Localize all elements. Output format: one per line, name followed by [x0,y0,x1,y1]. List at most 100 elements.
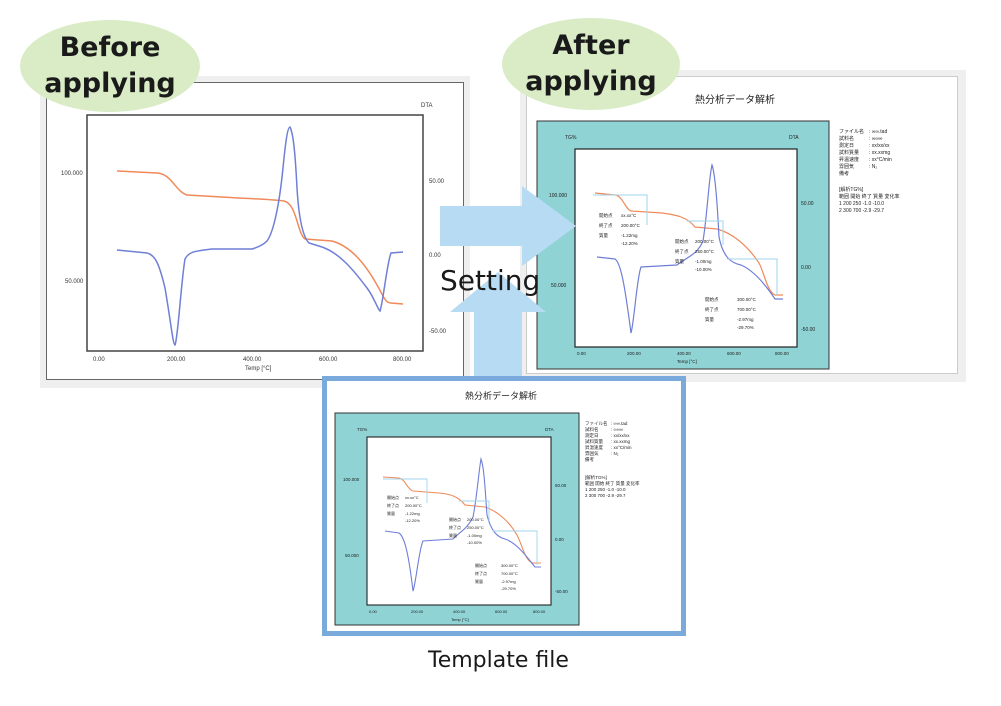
after-plot-area [574,148,798,348]
after-y-right-tick: -50.00 [801,327,815,333]
svg-text:: N₂: : N₂ [611,451,619,456]
before-x-tick: 0.00 [93,357,105,363]
svg-text:-12.20%: -12.20% [405,518,420,523]
svg-text:: ∞∞.tad: : ∞∞.tad [869,129,887,135]
before-y-left-tick: 50.000 [65,279,84,285]
svg-text:300.00°C: 300.00°C [501,563,518,568]
svg-text:開始点: 開始点 [387,494,399,500]
svg-text:2 300 700 -2.9 -29.7: 2 300 700 -2.9 -29.7 [585,493,626,498]
before-x-tick: 800.00 [393,357,412,363]
after-report: 熱分析データ解析 TG% DTA 開始点 終了点 質量 xx.xx°C 200.… [536,93,900,370]
after-x-tick: 400.00 [677,351,691,356]
before-x-tick: 200.00 [167,357,186,363]
template-y-right-tick: 0.00 [555,537,564,542]
svg-text:昇温速度: 昇温速度 [839,156,859,163]
svg-text:質量: 質量 [675,258,684,265]
svg-text:-1.00mg: -1.00mg [467,533,482,538]
svg-text:200.00°C: 200.00°C [405,503,422,508]
svg-text:ファイル名: ファイル名 [585,420,608,427]
template-y-right-tick: -50.00 [555,589,568,594]
setting-label: Setting [440,264,541,297]
after-y-left-tick: 50.000 [551,283,567,289]
template-guide-1 [383,478,428,503]
svg-text:開始点: 開始点 [449,516,461,522]
svg-text:xx.xx°C: xx.xx°C [621,213,637,218]
svg-text:[解析TG%]: [解析TG%] [585,474,607,481]
svg-text:開始点: 開始点 [599,212,613,219]
template-guide-2 [459,500,490,521]
after-report-window: 熱分析データ解析 TG% DTA 開始点 終了点 質量 xx.xx°C 200.… [526,76,958,374]
svg-text:終了点: 終了点 [387,502,399,508]
svg-text:範囲 開始 終了 質量 変化率: 範囲 開始 終了 質量 変化率 [839,193,900,200]
template-file-label: Template file [428,648,569,673]
after-right-unit: DTA [789,135,799,141]
before-right-unit: DTA [421,103,433,109]
template-annotation-box-1: 開始点 終了点 質量 xx.xx°C 200.00°C -1.22mg -12.… [387,494,422,523]
svg-text:備考: 備考 [585,456,594,463]
svg-text:300.00°C: 300.00°C [737,297,757,302]
svg-text:開始点: 開始点 [475,562,487,568]
svg-text:-2.97mg: -2.97mg [737,317,754,322]
svg-text:終了点: 終了点 [675,248,689,255]
svg-text:範囲 開始 終了 質量 変化率: 範囲 開始 終了 質量 変化率 [585,480,640,487]
before-x-label: Temp [°C] [245,366,272,372]
svg-text:-1.00mg: -1.00mg [695,259,712,264]
svg-text:終了点: 終了点 [449,524,461,530]
svg-text:雰囲気: 雰囲気 [839,163,854,170]
svg-text:: xx.xxmg: : xx.xxmg [869,150,890,156]
svg-text:-2.97mg: -2.97mg [501,579,516,584]
svg-text:質量: 質量 [449,532,457,538]
svg-text:開始点: 開始点 [705,296,719,303]
svg-text:1 200 250 -1.0 -10.0: 1 200 250 -1.0 -10.0 [585,487,626,492]
template-tg-curve [382,476,541,564]
svg-text:: ∞∞.tad: : ∞∞.tad [611,421,628,426]
template-dta-curve [384,456,541,592]
template-y-right-tick: 50.00 [555,483,567,488]
svg-text:200.00°C: 200.00°C [695,239,715,244]
after-annotation-box-1: 開始点 終了点 質量 xx.xx°C 200.00°C -1.22mg -12.… [599,212,641,246]
svg-text:質量: 質量 [599,232,608,239]
svg-text:700.00°C: 700.00°C [501,571,518,576]
svg-text:: xx°C/min: : xx°C/min [611,445,632,450]
svg-text:試料質量: 試料質量 [585,438,603,445]
svg-text:ファイル名: ファイル名 [839,128,864,135]
svg-text:昇温速度: 昇温速度 [585,444,603,451]
before-x-tick: 400.00 [243,357,262,363]
svg-text:-12.20%: -12.20% [621,241,638,246]
svg-text:質量: 質量 [387,510,395,516]
svg-text:試料質量: 試料質量 [839,149,859,156]
after-y-right-tick: 50.00 [801,201,814,207]
svg-text:質量: 質量 [475,578,483,584]
template-annotation-box-2: 開始点 終了点 質量 200.00°C 250.00°C -1.00mg -10… [449,516,484,545]
before-badge: Before applying [20,20,200,112]
svg-text:: xx°C/min: : xx°C/min [869,157,892,163]
after-x-label: Temp [°C] [677,359,697,364]
template-right-unit: DTA [545,427,554,432]
svg-text:-29.70%: -29.70% [501,586,516,591]
after-report-title: 熱分析データ解析 [695,93,775,106]
after-info-block: ファイル名 試料名 測定日 試料質量 昇温速度 雰囲気 備考 : ∞∞.tad … [839,128,900,214]
svg-text:終了点: 終了点 [599,222,613,229]
before-y-left-tick: 100.000 [61,171,83,177]
svg-text:試料名: 試料名 [839,135,854,142]
svg-text:: xx/xx/xx: : xx/xx/xx [611,433,630,438]
before-tg-curve [116,170,404,305]
template-window: 熱分析データ解析 TG% DTA 開始点 終了点 質量 xx.xx°C 200.… [322,376,686,636]
after-guide-1 [593,194,648,225]
after-guide-2 [687,220,724,245]
template-report-title: 熱分析データ解析 [465,390,537,401]
svg-text:1 200 250 -1.0 -10.0: 1 200 250 -1.0 -10.0 [839,201,884,207]
after-x-tick: 0.00 [577,351,586,356]
before-plot-area [86,114,424,352]
svg-text:-29.70%: -29.70% [737,325,754,330]
before-chart: 100.000 50.000 50.00 0.00 -50.00 DTA 0.0… [61,103,447,372]
before-chart-window: 100.000 50.000 50.00 0.00 -50.00 DTA 0.0… [46,82,464,380]
svg-text:700.00°C: 700.00°C [737,307,757,312]
before-x-tick: 600.00 [319,357,338,363]
after-dta-curve [596,162,783,334]
svg-text:雰囲気: 雰囲気 [585,450,599,457]
svg-text:測定日: 測定日 [585,432,599,439]
svg-text:測定日: 測定日 [839,142,854,149]
template-plot-area [366,436,552,606]
before-y-right-tick: 0.00 [429,253,441,259]
